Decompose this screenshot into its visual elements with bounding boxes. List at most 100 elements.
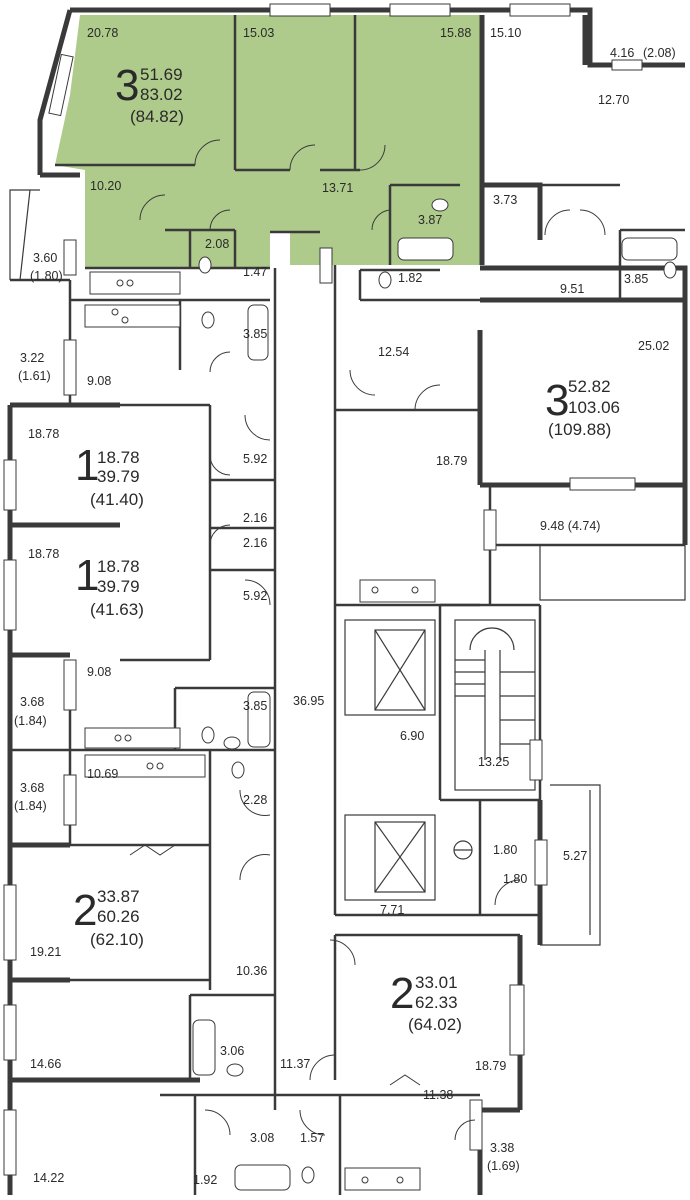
- svg-text:1: 1: [75, 551, 99, 600]
- room-area: (1.69): [487, 1159, 520, 1173]
- apartment-label-3-right: 3 52.82 103.06 (109.88): [545, 376, 620, 439]
- room-area: 14.22: [33, 1171, 64, 1185]
- svg-text:33.87: 33.87: [97, 887, 140, 906]
- room-area: 3.22: [20, 351, 44, 365]
- room-area: 3.73: [493, 193, 517, 207]
- room-area: 9.48 (4.74): [540, 519, 600, 533]
- room-area: 13.25: [478, 755, 509, 769]
- room-area: 3.08: [250, 1131, 274, 1145]
- room-area: 18.78: [28, 547, 59, 561]
- room-area: 15.88: [440, 26, 471, 40]
- room-area: (2.08): [643, 46, 676, 60]
- room-area: 10.20: [90, 179, 121, 193]
- apartment-label-3-top: 3 51.69 83.02 (84.82): [115, 61, 184, 126]
- room-area: 12.54: [378, 345, 409, 359]
- svg-text:39.79: 39.79: [97, 577, 140, 596]
- room-area: 2.16: [243, 536, 267, 550]
- room-area: (1.61): [18, 369, 51, 383]
- svg-text:2: 2: [390, 969, 414, 1018]
- room-area: 14.66: [30, 1057, 61, 1071]
- windows: [3, 3, 643, 1176]
- svg-text:33.01: 33.01: [415, 973, 458, 992]
- room-area: 2.28: [243, 793, 267, 807]
- room-area: 1.92: [193, 1173, 217, 1187]
- room-area: 18.78: [28, 427, 59, 441]
- room-area: 6.90: [400, 729, 424, 743]
- room-area: 25.02: [638, 339, 669, 353]
- svg-text:(84.82): (84.82): [130, 107, 184, 126]
- room-area: 3.85: [243, 327, 267, 341]
- svg-text:60.26: 60.26: [97, 907, 140, 926]
- outer-walls: [7, 7, 688, 1195]
- room-area: 11.38: [423, 1088, 453, 1102]
- room-area: 12.70: [598, 93, 629, 107]
- svg-text:(109.88): (109.88): [548, 420, 611, 439]
- room-area: 3.85: [243, 699, 267, 713]
- riser-symbol: [453, 840, 473, 860]
- room-area: 5.92: [243, 589, 267, 603]
- room-area: 9.08: [87, 665, 111, 679]
- stairwell: [454, 619, 536, 791]
- room-area: 1.57: [300, 1131, 324, 1145]
- room-area: 9.08: [87, 374, 111, 388]
- svg-text:62.33: 62.33: [415, 993, 458, 1012]
- room-area: 15.10: [490, 26, 521, 40]
- room-area: 13.71: [322, 181, 353, 195]
- apartment-labels: 3 51.69 83.02 (84.82) 3 52.82 103.06 (10…: [73, 61, 620, 1034]
- room-area: 3.06: [220, 1044, 244, 1058]
- svg-text:51.69: 51.69: [140, 65, 183, 84]
- room-area: 36.95: [293, 694, 324, 708]
- room-area: 18.79: [475, 1059, 506, 1073]
- room-area: 1.80: [503, 872, 527, 886]
- room-area: 1.80: [493, 843, 517, 857]
- svg-text:(41.63): (41.63): [90, 600, 144, 619]
- room-area: 2.08: [205, 237, 229, 251]
- room-area: 3.85: [624, 272, 648, 286]
- room-area: 15.03: [243, 26, 274, 40]
- kitchen-counters: [84, 271, 436, 1191]
- apartment-label-2-right: 2 33.01 62.33 (64.02): [390, 969, 462, 1034]
- room-area: 18.79: [436, 454, 467, 468]
- room-area: 20.78: [87, 26, 118, 40]
- svg-text:1: 1: [75, 441, 99, 490]
- room-area: 4.16: [610, 46, 634, 60]
- svg-text:18.78: 18.78: [97, 448, 140, 467]
- room-area: 7.71: [380, 903, 404, 917]
- room-area: (1.84): [14, 714, 47, 728]
- room-area: (1.84): [14, 799, 47, 813]
- svg-text:39.79: 39.79: [97, 467, 140, 486]
- svg-text:18.78: 18.78: [97, 557, 140, 576]
- room-area: 5.27: [563, 849, 587, 863]
- sanitary-fixtures: [192, 198, 678, 1191]
- room-area: 3.68: [20, 781, 44, 795]
- room-area: 19.21: [30, 945, 61, 959]
- svg-text:2: 2: [73, 886, 97, 935]
- room-area: 3.38: [490, 1141, 514, 1155]
- svg-text:52.82: 52.82: [568, 377, 611, 396]
- room-area: 10.69: [87, 767, 118, 781]
- svg-text:(41.40): (41.40): [90, 490, 144, 509]
- room-area: 11.37: [280, 1057, 310, 1071]
- svg-text:3: 3: [115, 61, 139, 110]
- doors: [129, 139, 606, 1141]
- room-area: 3.68: [20, 695, 44, 709]
- svg-text:(62.10): (62.10): [90, 930, 144, 949]
- elevator-shafts: [344, 619, 436, 901]
- room-area: 1.82: [398, 271, 422, 285]
- room-area: 3.87: [418, 213, 442, 227]
- room-area: 5.92: [243, 452, 267, 466]
- svg-text:83.02: 83.02: [140, 85, 183, 104]
- room-area: 9.51: [560, 282, 584, 296]
- svg-text:103.06: 103.06: [568, 398, 620, 417]
- highlighted-apartment-fill: [55, 15, 482, 268]
- room-area: 2.16: [243, 511, 267, 525]
- svg-text:(64.02): (64.02): [408, 1015, 462, 1034]
- apartment-label-1-lower: 1 18.78 39.79 (41.63): [75, 551, 144, 619]
- room-area: 10.36: [236, 964, 267, 978]
- room-area: 1.47: [243, 265, 267, 279]
- room-area: 3.60: [33, 251, 57, 265]
- apartment-label-2-left: 2 33.87 60.26 (62.10): [73, 886, 144, 949]
- room-area-labels: 20.78 15.03 15.88 15.10 4.16 (2.08) 12.7…: [14, 26, 676, 1187]
- room-area: (1.80): [30, 269, 63, 283]
